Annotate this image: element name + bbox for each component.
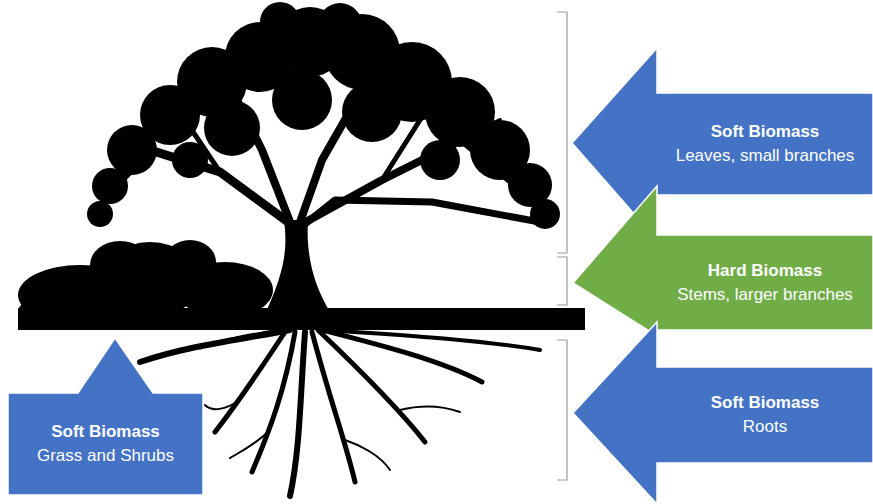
arrow-body: Hard BiomassStems, larger branches [657, 235, 873, 330]
arrow-box: Soft BiomassLeaves, small branches [570, 46, 873, 242]
arrow-body: Soft BiomassGrass and Shrubs [8, 393, 203, 495]
box-text: Leaves, small branches [676, 144, 855, 168]
brackets [557, 12, 567, 480]
arrow-shape [570, 46, 873, 242]
box-text: Roots [743, 415, 787, 439]
arrow-box: Soft BiomassRoots [570, 322, 873, 504]
box-text: Grass and Shrubs [37, 444, 174, 468]
box-heading: Hard Biomass [708, 259, 822, 283]
arrow-body: Soft BiomassLeaves, small branches [657, 93, 873, 195]
box-heading: Soft Biomass [711, 120, 820, 144]
box-heading: Soft Biomass [51, 420, 160, 444]
arrow-shape [570, 322, 873, 504]
box-heading: Soft Biomass [711, 391, 820, 415]
arrow-body: Soft BiomassRoots [657, 367, 873, 463]
box-text: Stems, larger branches [677, 283, 853, 307]
arrow-box: Soft BiomassGrass and Shrubs [8, 338, 203, 498]
canopy [87, 2, 560, 229]
arrow-box: Hard BiomassStems, larger branches [570, 186, 873, 336]
arrow-shape [8, 338, 203, 498]
